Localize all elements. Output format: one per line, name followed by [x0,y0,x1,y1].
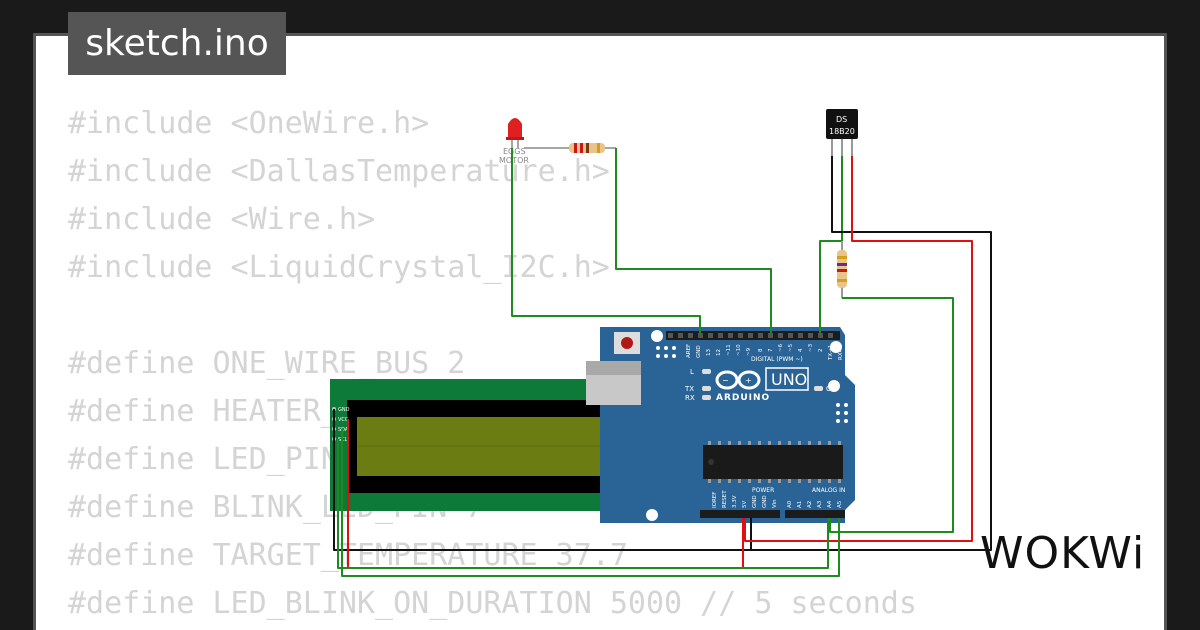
wire-sensor-gnd [750,156,992,551]
pin-label-12: 12 [716,349,722,356]
icsp-header [656,346,676,358]
analog-pin-a1: A1 [797,501,803,508]
lcd-pin-sda: SDA [338,427,349,433]
lcd-display[interactable]: GND VCC SDA SCL [330,379,642,512]
power-pin-reset: RESET [722,490,728,508]
pin-label-tx: TX→1 [828,345,834,361]
wires [333,148,992,577]
wire-led-gnd [511,148,701,333]
pin-label-gnd: GND [696,345,702,358]
wokwi-logo: WOKWi [980,528,1146,579]
power-pin-5v: 5V [742,501,748,508]
pin-label-4: 4 [798,348,804,352]
led-label-eggs: EGGS [503,147,526,156]
pin-label-6: ~6 [778,343,784,352]
mount-hole [828,380,840,392]
analog-pin-a2: A2 [807,501,813,508]
power-label: POWER [752,487,774,494]
wire-led-pin7 [615,148,772,333]
power-pin-gnd1: GND [752,495,758,508]
led-label-motor: MOTOR [499,156,529,165]
power-pin-3v3: 3.3V [732,495,738,508]
atmega-chip [703,445,843,479]
led-on-label: ON [826,385,837,393]
code-editor[interactable]: #include <OneWire.h> #include <DallasTemp… [68,100,917,628]
pin-label-2: 2 [818,349,824,353]
file-tab-title[interactable]: sketch.ino [68,12,286,75]
led-rx-label: RX [685,394,695,402]
code-line-4: #include <LiquidCrystal_I2C.h> [68,250,610,285]
power-pin-ioref: IOREF [712,492,718,508]
resistor-pullup[interactable] [837,250,847,288]
analog-pin-a5: A5 [837,500,843,508]
power-pin-vin: Vin [772,499,778,508]
code-line-11: #define LED_BLINK_ON_DURATION 5000 // 5 … [68,586,917,621]
board-model-label: UNO [771,370,807,389]
resistor-led[interactable] [524,143,616,153]
ds18b20-sensor[interactable]: DS 18B20 [826,109,858,156]
board-brand-label: ARDUINO [716,393,770,403]
wire-lcd-scl [337,439,829,569]
pin-label-9: ~9 [746,347,752,356]
icsp-header-right [836,403,848,423]
analog-label: ANALOG IN [812,487,845,494]
wire-resistor-5v [829,297,954,533]
pin-label-8: 8 [758,348,764,352]
svg-text:+: + [745,376,752,385]
mount-hole [830,341,842,353]
analog-pin-a0: A0 [787,500,793,508]
power-pin-gnd2: GND [762,495,768,508]
mount-hole [646,509,658,521]
pin-label-7: 7 [768,348,774,352]
code-line-3: #include <Wire.h> [68,202,376,237]
wire-lcd-sda [341,429,840,577]
pin-label-aref: AREF [686,344,692,358]
lcd-pin-gnd: GND [338,407,350,413]
digital-header-label: DIGITAL (PWM ~) [751,356,803,363]
power-header [700,510,780,518]
eggs-motor-led[interactable]: EGGS MOTOR [499,118,529,165]
pin-label-3: ~3 [808,343,814,352]
sensor-label-model: 18B20 [829,127,855,136]
code-line-1: #include <OneWire.h> [68,106,430,141]
code-line-2: #include <DallasTemperature.h> [68,154,610,189]
code-line-6: #define ONE_WIRE_BUS 2 [68,346,466,381]
wire-lcd-gnd [333,409,751,551]
wire-sensor-data [819,156,843,333]
pin-label-10: ~10 [736,344,742,356]
svg-text:−: − [722,376,729,385]
pin-label-11: ~11 [726,344,732,356]
pin-label-5: ~5 [788,343,794,352]
mount-hole [651,330,663,342]
wire-sensor-vcc [744,156,973,542]
sensor-label-ds: DS [836,115,847,124]
analog-pin-a4: A4 [827,500,833,508]
analog-header [785,510,845,518]
pin-label-rx: RX←0 [838,344,844,360]
power-on-indicator [814,386,823,391]
led-l-indicator [702,369,711,374]
infinity-logo-icon: − + [715,370,761,390]
arduino-uno-board[interactable]: AREF GND 13 12 ~11 ~10 ~9 8 7 ~6 ~5 4 ~3… [586,327,855,523]
code-line-8: #define LED_PIN 6 [68,442,376,477]
led-l-label: L [690,368,694,376]
code-line-10: #define TARGET_TEMPERATURE 37.7 [68,538,628,573]
analog-pin-a3: A3 [817,500,823,508]
led-tx-label: TX [684,385,694,393]
pin-label-13: 13 [706,349,712,356]
lcd-pin-vcc: VCC [338,417,349,423]
